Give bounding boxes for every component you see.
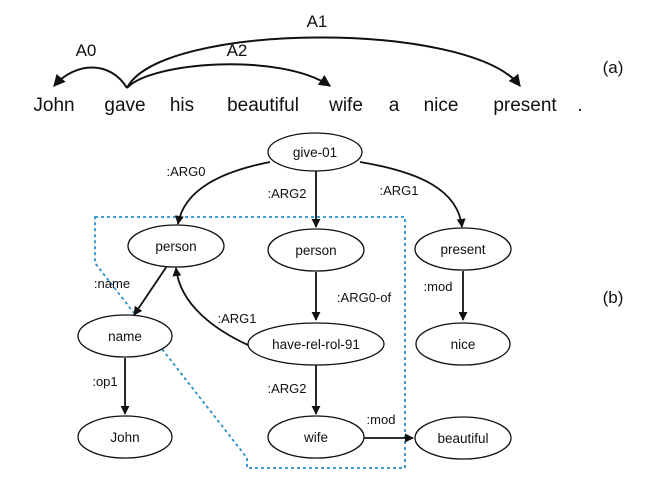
role-label-a0: A0	[76, 41, 97, 60]
arc-a0	[53, 66, 128, 89]
edge-name	[133, 265, 168, 316]
node-label: person	[155, 239, 196, 254]
role-label-a1: A1	[307, 12, 328, 31]
edge-label: :ARG1	[217, 311, 256, 326]
edge-label: :ARG2	[267, 381, 306, 396]
arc-a1	[126, 36, 521, 89]
node-label: wife	[303, 430, 328, 445]
node-person-1: person	[127, 224, 225, 268]
node-give-01: give-01	[267, 132, 363, 172]
token: a	[389, 95, 400, 116]
edge-label: :ARG0	[166, 164, 205, 179]
token: present	[493, 95, 557, 116]
node-label: beautiful	[437, 431, 488, 446]
edge-arg0	[174, 161, 271, 225]
panel-label-b: (b)	[603, 288, 624, 307]
edge-arg1	[359, 161, 466, 228]
part-b: :ARG0 :ARG2 :ARG1 :name :ARG0-of :ARG1 :…	[77, 132, 624, 469]
node-john: John	[77, 415, 173, 459]
arc-a2	[126, 63, 331, 89]
edge-label: :mod	[424, 279, 453, 294]
edge-label: :ARG1	[379, 183, 418, 198]
node-wife: wife	[267, 415, 365, 459]
node-label: name	[108, 329, 142, 344]
node-person-2: person	[267, 228, 365, 272]
role-label-a2: A2	[227, 41, 248, 60]
token: gave	[104, 95, 145, 116]
node-beautiful: beautiful	[414, 416, 512, 460]
edge-label: :op1	[92, 374, 117, 389]
panel-label-a: (a)	[603, 58, 624, 77]
node-label: John	[110, 430, 139, 445]
edge-arg1-back	[172, 267, 251, 347]
node-nice: nice	[415, 322, 511, 366]
node-have-rel-rol-91: have-rel-rol-91	[247, 322, 385, 366]
node-label: person	[295, 243, 336, 258]
edge-label: :ARG2	[267, 186, 306, 201]
token: beautiful	[227, 95, 299, 116]
node-present: present	[414, 227, 512, 271]
part-a: A0 A2 A1 John gave his beautiful wife a …	[33, 12, 623, 116]
edge-label: :mod	[367, 412, 396, 427]
token: .	[577, 95, 582, 116]
edge-label: :name	[94, 276, 130, 291]
token: John	[33, 95, 74, 116]
node-label: present	[440, 242, 485, 257]
node-name: name	[77, 314, 173, 358]
node-label: give-01	[293, 145, 337, 160]
node-label: have-rel-rol-91	[272, 337, 360, 352]
node-label: nice	[451, 337, 476, 352]
token: his	[170, 95, 194, 116]
edge-label: :ARG0-of	[337, 290, 392, 305]
token: nice	[424, 95, 459, 116]
token: wife	[328, 95, 363, 116]
